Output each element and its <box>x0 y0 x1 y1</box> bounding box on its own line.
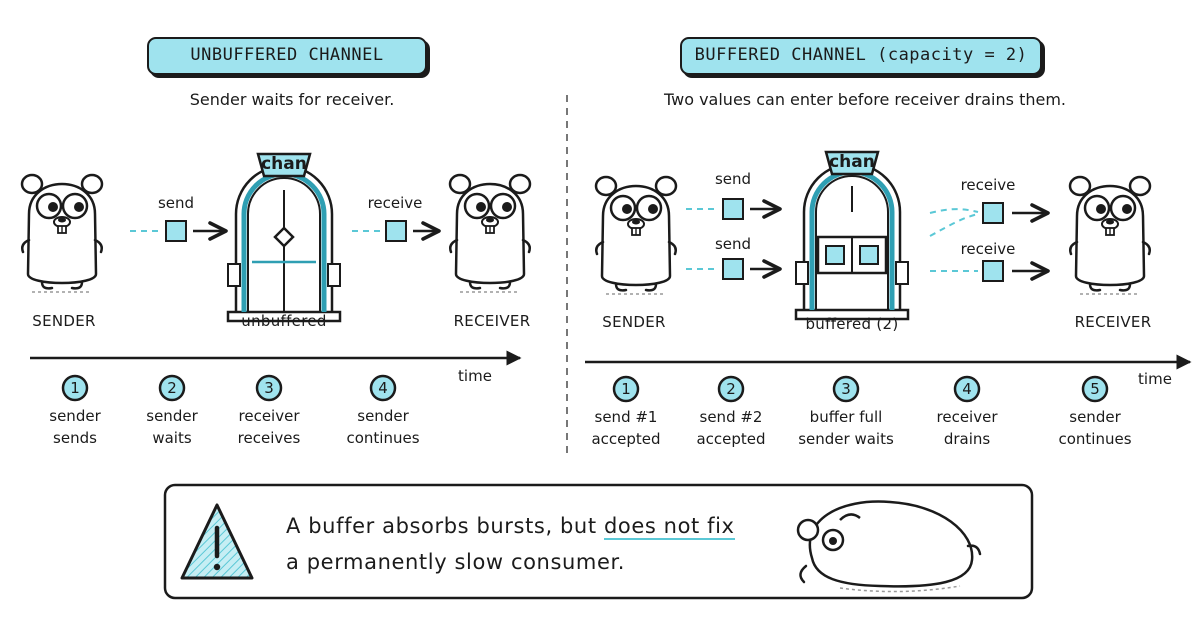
step-text: sender sends <box>49 407 101 447</box>
send-value-box-1 <box>722 198 744 220</box>
receive-trail-1 <box>929 208 979 214</box>
step-text: receiver receives <box>237 407 301 447</box>
step-number: 2 <box>726 380 736 398</box>
receiver-caption: RECEIVER <box>453 312 531 330</box>
step-text: sender continues <box>1058 408 1132 448</box>
step-text: sender continues <box>346 407 420 447</box>
gate-caption: unbuffered <box>241 312 327 330</box>
send-label-2: send <box>714 235 752 253</box>
step-text: buffer full sender waits <box>798 408 894 448</box>
warning-text-start: A buffer absorbs bursts, but <box>286 514 604 538</box>
buffered-receiver-gopher <box>1068 175 1152 296</box>
buffered-subtitle: Two values can enter before receiver dra… <box>664 90 1066 109</box>
warning-text-end: a permanently slow consumer. <box>286 550 626 574</box>
receive-label-2: receive <box>960 240 1016 258</box>
step-number: 1 <box>621 380 631 398</box>
buffered-gate-caption: buffered (2) <box>805 315 899 333</box>
step-text: send #2 accepted <box>696 408 766 448</box>
sender-gopher <box>20 173 104 294</box>
receiver-gopher <box>448 173 532 294</box>
warning-panel <box>163 483 1034 600</box>
step-number: 2 <box>167 379 177 397</box>
warning-highlight: does not fix <box>603 514 735 540</box>
step-text: send #1 accepted <box>591 408 661 448</box>
sleeping-gopher <box>796 500 982 593</box>
unbuffered-title: UNBUFFERED CHANNEL <box>147 37 427 75</box>
receive-label-1: receive <box>960 176 1016 194</box>
unbuffered-subtitle: Sender waits for receiver. <box>189 90 395 109</box>
sender-caption: SENDER <box>32 312 96 330</box>
unbuffered-step-markers <box>61 374 397 402</box>
step-number: 1 <box>70 379 80 397</box>
buffered-step-markers <box>612 375 1109 403</box>
buffered-gate <box>796 152 908 319</box>
receive-value-box-2 <box>982 260 1004 282</box>
buffered-sender-caption: SENDER <box>602 313 666 331</box>
send-value-box <box>165 220 187 242</box>
warning-text: A buffer absorbs bursts, but does not fi… <box>286 508 735 580</box>
receive-value-box-1 <box>982 202 1004 224</box>
step-text: receiver drains <box>936 408 998 448</box>
buffered-title: BUFFERED CHANNEL (capacity = 2) <box>680 37 1042 75</box>
receive-label: receive <box>367 194 423 212</box>
step-number: 4 <box>962 380 972 398</box>
step-text: sender waits <box>146 407 198 447</box>
receive-value-box <box>385 220 407 242</box>
send-value-box-2 <box>722 258 744 280</box>
send-label-1: send <box>714 170 752 188</box>
buffer-slots <box>816 186 888 275</box>
buffered-sender-gopher <box>594 175 678 296</box>
send-label: send <box>157 194 195 212</box>
step-number: 3 <box>841 380 851 398</box>
step-number: 5 <box>1090 380 1100 398</box>
time-label: time <box>458 367 492 385</box>
buffered-time-label: time <box>1138 370 1172 388</box>
step-number: 3 <box>264 379 274 397</box>
buffered-chan-label: chan <box>829 152 875 172</box>
buffered-receiver-caption: RECEIVER <box>1074 313 1152 331</box>
unbuffered-gate-door <box>252 190 316 312</box>
step-number: 4 <box>378 379 388 397</box>
chan-label: chan <box>261 154 307 174</box>
receive-trail-merge <box>929 213 979 237</box>
warning-icon-dot <box>213 563 221 571</box>
